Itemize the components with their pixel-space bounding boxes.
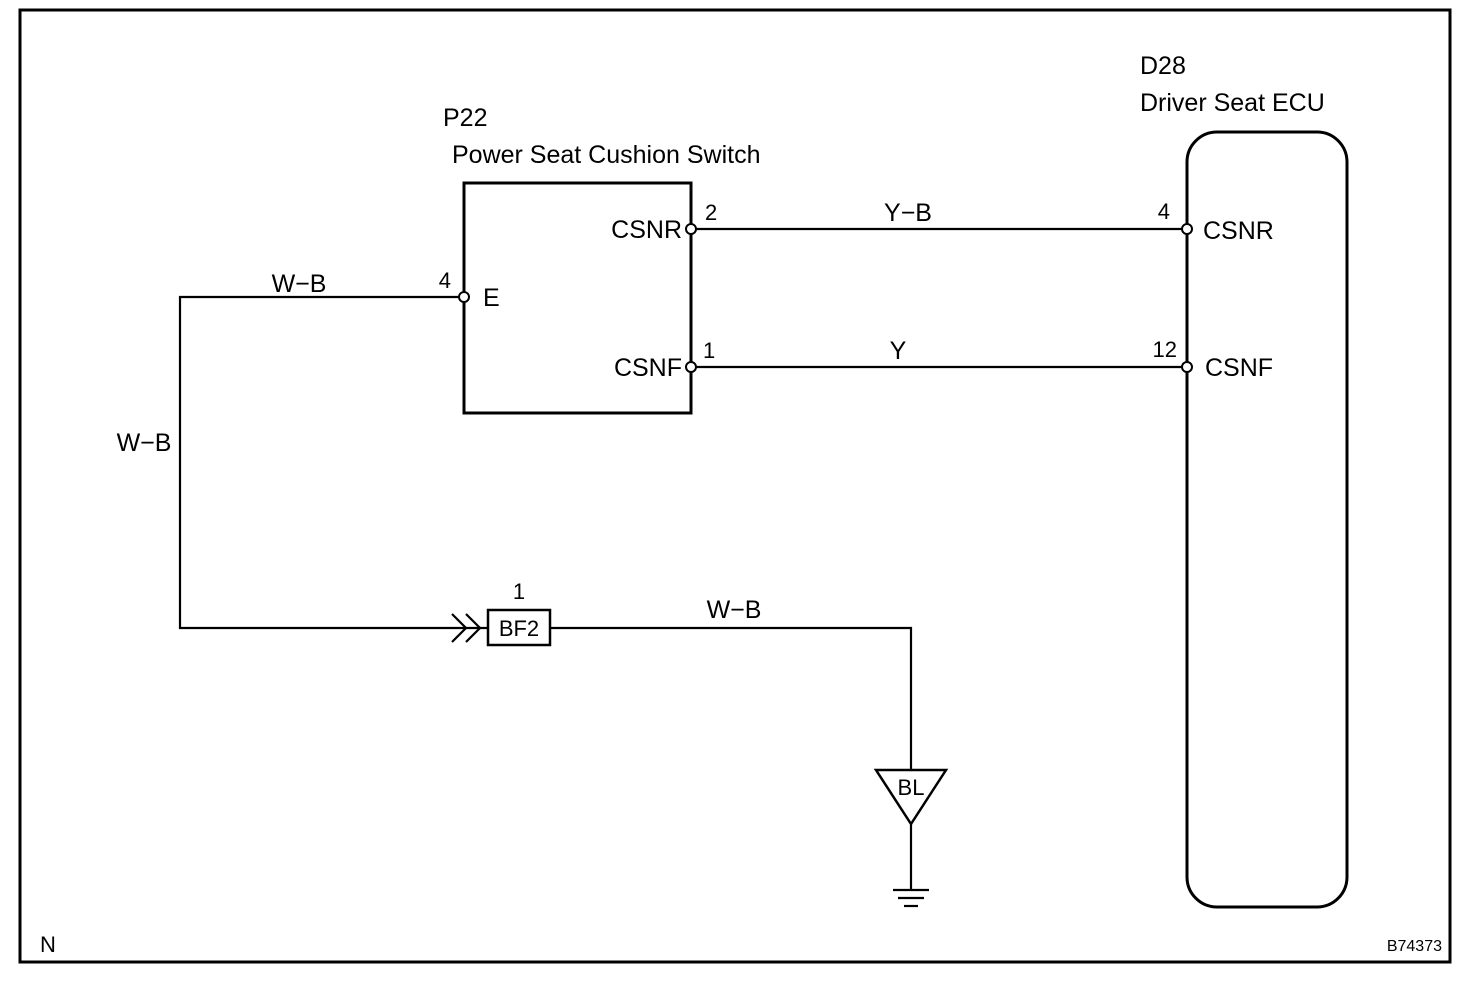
pin-ecu-csnr [1181,223,1193,235]
wire-ground-path [178,295,487,630]
switch-pin-csnf-name: CSNF [614,354,682,382]
connector-chevron-icon [451,613,468,643]
switch-pin-e-number: 4 [439,268,451,293]
ecu-name: Driver Seat ECU [1140,89,1325,117]
wire-csnf-color: Y [890,337,907,365]
switch-pin-e-name: E [483,284,500,312]
switch-ref: P22 [443,104,487,132]
diagram-code: N [40,932,56,957]
pin-ecu-csnf [1181,361,1193,373]
ecu-pin-csnf-name: CSNF [1205,354,1273,382]
ground-point-label: BL [898,775,925,800]
ecu-pin-csnr-name: CSNR [1203,217,1274,245]
ground-point-icon [873,768,949,827]
ecu-body [1185,130,1349,909]
switch-pin-csnr-number: 2 [705,200,717,225]
connector-chevron-icon-2 [465,613,482,643]
wire-e-side-color: W−B [117,429,172,457]
switch-pin-csnf-number: 1 [703,338,715,363]
wire-e-top-color: W−B [272,270,327,298]
wire-ground-color: W−B [707,596,762,624]
connector-bf2-label: BF2 [499,616,539,641]
connector-bf2-pin: 1 [513,579,525,604]
switch-pin-csnr-name: CSNR [611,216,682,244]
ecu-pin-csnf-number: 12 [1153,337,1177,362]
figure-id: B74373 [1387,938,1442,955]
wire-csnr-color: Y−B [884,199,932,227]
wire-to-ground [550,626,913,770]
ground-icon [893,888,929,908]
pin-switch-csnr [685,223,697,235]
switch-name: Power Seat Cushion Switch [452,141,760,169]
pin-switch-csnf [685,361,697,373]
diagram-frame [18,8,1452,964]
pin-switch-e [458,291,470,303]
ecu-pin-csnr-number: 4 [1158,199,1170,224]
ecu-ref: D28 [1140,52,1186,80]
